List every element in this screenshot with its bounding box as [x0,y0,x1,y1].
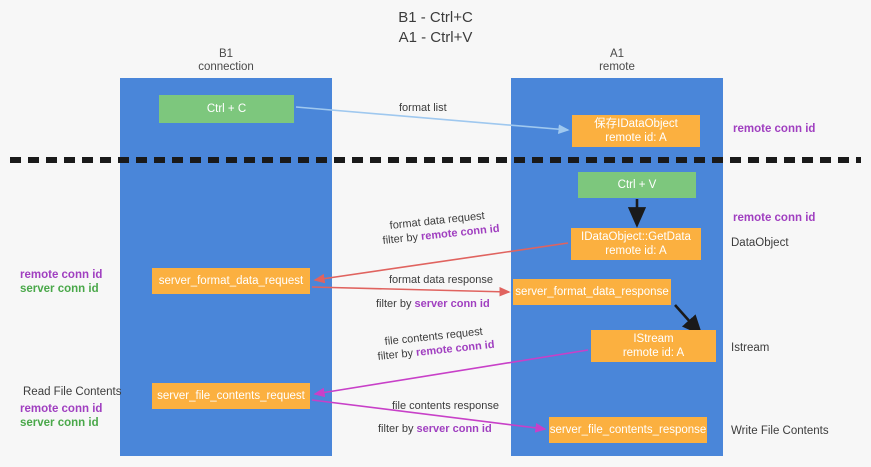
edge-label-format-data-response-filter: filter by server conn id [376,297,490,311]
box-ctrl-c[interactable]: Ctrl + C [159,95,294,123]
box-istream[interactable]: IStream remote id: A [591,330,716,362]
label-remote-conn-id-mid: remote conn id [733,212,816,224]
box-idataobject-getdata[interactable]: IDataObject::GetData remote id: A [571,228,701,260]
edge-label-format-data-response: format data response [389,274,493,286]
edge-label-format-list: format list [399,102,447,114]
label-istream: Istream [731,342,770,354]
box-server-file-contents-response[interactable]: server_file_contents_response [549,417,707,443]
diagram-title: B1 - Ctrl+C A1 - Ctrl+V [398,9,473,46]
edge-filter-conn-id: server conn id [416,423,492,435]
box-ctrl-v[interactable]: Ctrl + V [578,172,696,198]
label-remote-conn-id-top: remote conn id [733,123,816,135]
edge-filter-prefix: filter by [376,298,415,310]
edge-filter-conn-id: server conn id [414,298,490,310]
edge-label-file-contents-response-filter: filter by server conn id [378,422,492,436]
lane-header-a1: A1 remote [599,48,635,73]
edge-filter-prefix: filter by [378,423,417,435]
edge-label-file-contents-response: file contents response [392,400,500,412]
edge-filter-prefix: filter by [382,230,422,247]
label-left-conn-ids-file: remote conn id server conn id [20,402,102,430]
label-left-server-conn-id-1: server conn id [20,283,99,295]
label-left-conn-ids-format: remote conn id server conn id [20,268,102,296]
label-dataobject: DataObject [731,237,789,249]
label-left-remote-conn-id-2: remote conn id [20,403,103,415]
label-read-file-contents: Read File Contents [23,386,122,398]
arrow-format-data-response [311,286,511,297]
box-server-file-contents-request[interactable]: server_file_contents_request [152,383,310,409]
label-left-remote-conn-id-1: remote conn id [20,269,103,281]
lane-header-b1: B1 connection [198,48,254,73]
edge-filter-prefix: filter by [377,346,417,363]
label-left-server-conn-id-2: server conn id [20,417,99,429]
box-idataobject[interactable]: 保存IDataObject remote id: A [572,115,700,147]
box-server-format-data-response[interactable]: server_format_data_response [513,279,671,305]
box-server-format-data-request[interactable]: server_format_data_request [152,268,310,294]
label-write-file-contents: Write File Contents [731,425,829,437]
